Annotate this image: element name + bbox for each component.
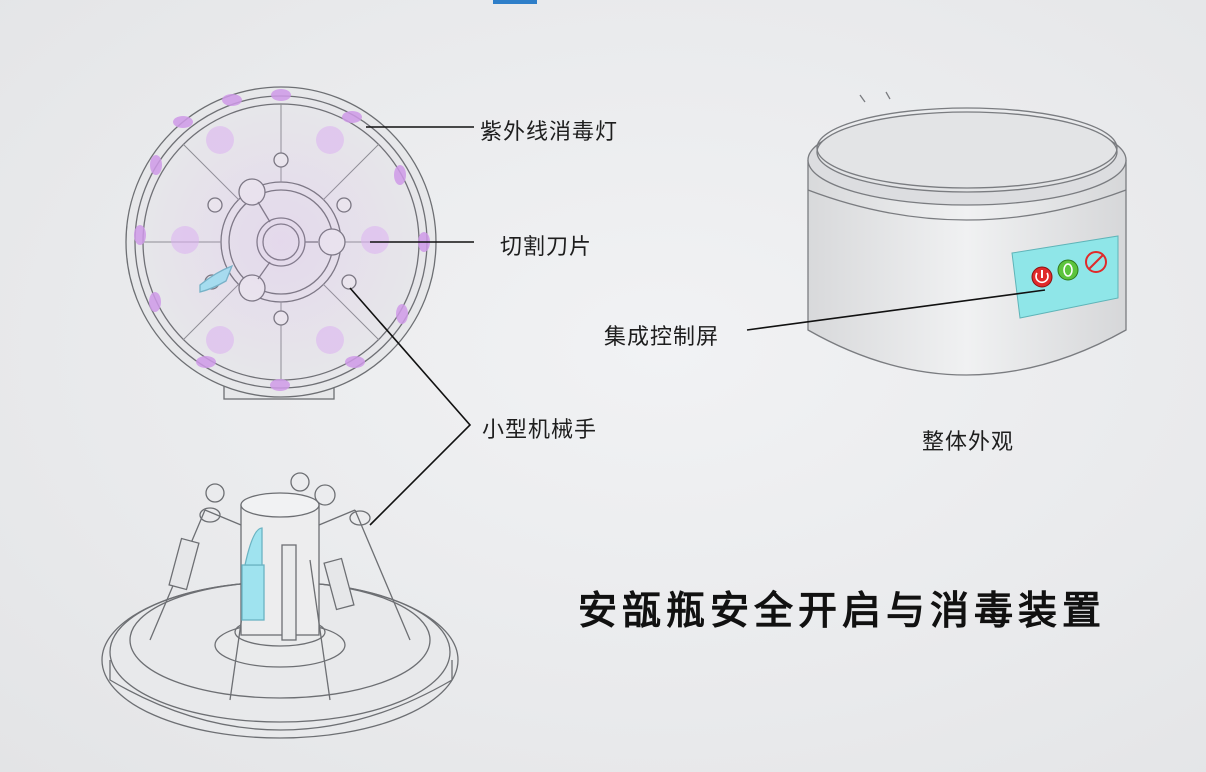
label-robot-arm: 小型机械手 <box>482 418 598 443</box>
bottom-view-unit <box>101 472 459 739</box>
label-uv-lamp: 紫外线消毒灯 <box>480 120 619 145</box>
uv-lamp-glows <box>126 87 436 397</box>
label-control-screen: 集成控制屏 <box>604 325 720 350</box>
label-overall-view: 整体外观 <box>922 430 1015 455</box>
leader-lines <box>349 126 1046 526</box>
overall-unit <box>807 91 1127 376</box>
main-title: 安瓿瓶安全开启与消毒装置 <box>578 589 1107 634</box>
top-accent-bar <box>493 0 537 4</box>
control-panel <box>1011 235 1119 319</box>
label-cutting-blade: 切割刀片 <box>500 235 593 260</box>
